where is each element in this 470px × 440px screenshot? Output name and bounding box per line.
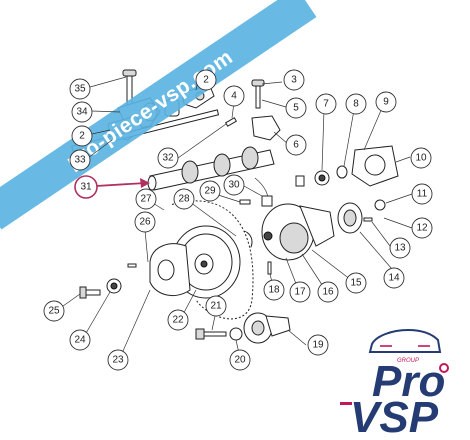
svg-text:8: 8 <box>353 99 359 110</box>
svg-text:4: 4 <box>231 91 237 102</box>
svg-text:3: 3 <box>291 75 297 86</box>
svg-text:27: 27 <box>140 194 152 205</box>
callout-16: 16 <box>317 281 339 303</box>
svg-text:31: 31 <box>80 182 92 193</box>
car-logo-icon <box>368 328 442 353</box>
svg-text:29: 29 <box>204 186 216 197</box>
callout-19: 19 <box>307 334 329 356</box>
callout-3: 3 <box>283 69 305 91</box>
svg-text:14: 14 <box>388 273 400 284</box>
callout-22: 22 <box>167 309 189 331</box>
callout-25: 25 <box>43 300 65 322</box>
svg-text:13: 13 <box>394 243 406 254</box>
callout-20: 20 <box>229 349 251 371</box>
callout-11: 11 <box>411 183 433 205</box>
svg-text:15: 15 <box>350 278 362 289</box>
callout-6: 6 <box>285 134 307 156</box>
callout-4: 4 <box>223 85 245 107</box>
logo-dot-icon <box>439 363 449 373</box>
svg-text:2: 2 <box>203 75 209 86</box>
svg-text:17: 17 <box>294 287 306 298</box>
highlight-arrow <box>95 178 150 188</box>
svg-text:19: 19 <box>312 340 324 351</box>
callout-31: 31 <box>74 175 98 199</box>
svg-text:21: 21 <box>210 301 222 312</box>
svg-text:12: 12 <box>416 223 428 234</box>
logo-group-text: GROUP <box>397 358 419 364</box>
callout-26: 26 <box>134 211 156 233</box>
svg-text:18: 18 <box>268 285 280 296</box>
callout-2-left: 2 <box>71 125 93 147</box>
callout-27: 27 <box>135 188 157 210</box>
callout-13: 13 <box>389 237 411 259</box>
svg-text:26: 26 <box>139 217 151 228</box>
callout-23: 23 <box>107 349 129 371</box>
svg-text:35: 35 <box>74 84 86 95</box>
svg-text:9: 9 <box>383 97 389 108</box>
callout-10: 10 <box>410 147 432 169</box>
svg-text:10: 10 <box>415 153 427 164</box>
svg-text:30: 30 <box>228 180 240 191</box>
logo-word-pro: Pro <box>372 357 445 406</box>
callout-2-right: 2 <box>195 69 217 91</box>
callout-5: 5 <box>285 97 307 119</box>
svg-text:5: 5 <box>293 103 299 114</box>
svg-text:23: 23 <box>112 355 124 366</box>
svg-text:34: 34 <box>76 107 88 118</box>
svg-text:20: 20 <box>234 355 246 366</box>
svg-text:28: 28 <box>178 194 190 205</box>
callout-15: 15 <box>345 272 367 294</box>
callout-28: 28 <box>173 188 195 210</box>
provsp-logo: GROUP Pro VSP <box>340 328 449 440</box>
svg-text:11: 11 <box>417 189 428 200</box>
svg-text:32: 32 <box>162 153 174 164</box>
callout-18: 18 <box>263 279 285 301</box>
callout-34: 34 <box>71 101 93 123</box>
callout-32: 32 <box>157 147 179 169</box>
svg-text:7: 7 <box>323 99 329 110</box>
svg-text:16: 16 <box>322 287 334 298</box>
svg-text:25: 25 <box>48 306 60 317</box>
logo-word-vsp: VSP <box>350 393 439 440</box>
callout-7: 7 <box>315 93 337 115</box>
watermark-banner: pro-piece-vsp.com <box>0 0 317 230</box>
callout-29: 29 <box>199 180 221 202</box>
callout-33: 33 <box>69 149 91 171</box>
svg-text:2: 2 <box>79 131 85 142</box>
callout-8: 8 <box>345 93 367 115</box>
svg-text:24: 24 <box>74 335 86 346</box>
callout-9: 9 <box>375 91 397 113</box>
callout-14: 14 <box>383 267 405 289</box>
callout-24: 24 <box>69 329 91 351</box>
svg-text:22: 22 <box>172 315 184 326</box>
callouts: 35 34 33 2 2 3 4 5 6 7 8 9 10 11 12 13 1… <box>43 69 433 371</box>
callout-17: 17 <box>289 281 311 303</box>
callout-30: 30 <box>223 174 245 196</box>
svg-text:33: 33 <box>74 155 86 166</box>
svg-text:6: 6 <box>293 140 299 151</box>
callout-12: 12 <box>411 217 433 239</box>
callout-35: 35 <box>69 78 91 100</box>
callout-21: 21 <box>205 295 227 317</box>
